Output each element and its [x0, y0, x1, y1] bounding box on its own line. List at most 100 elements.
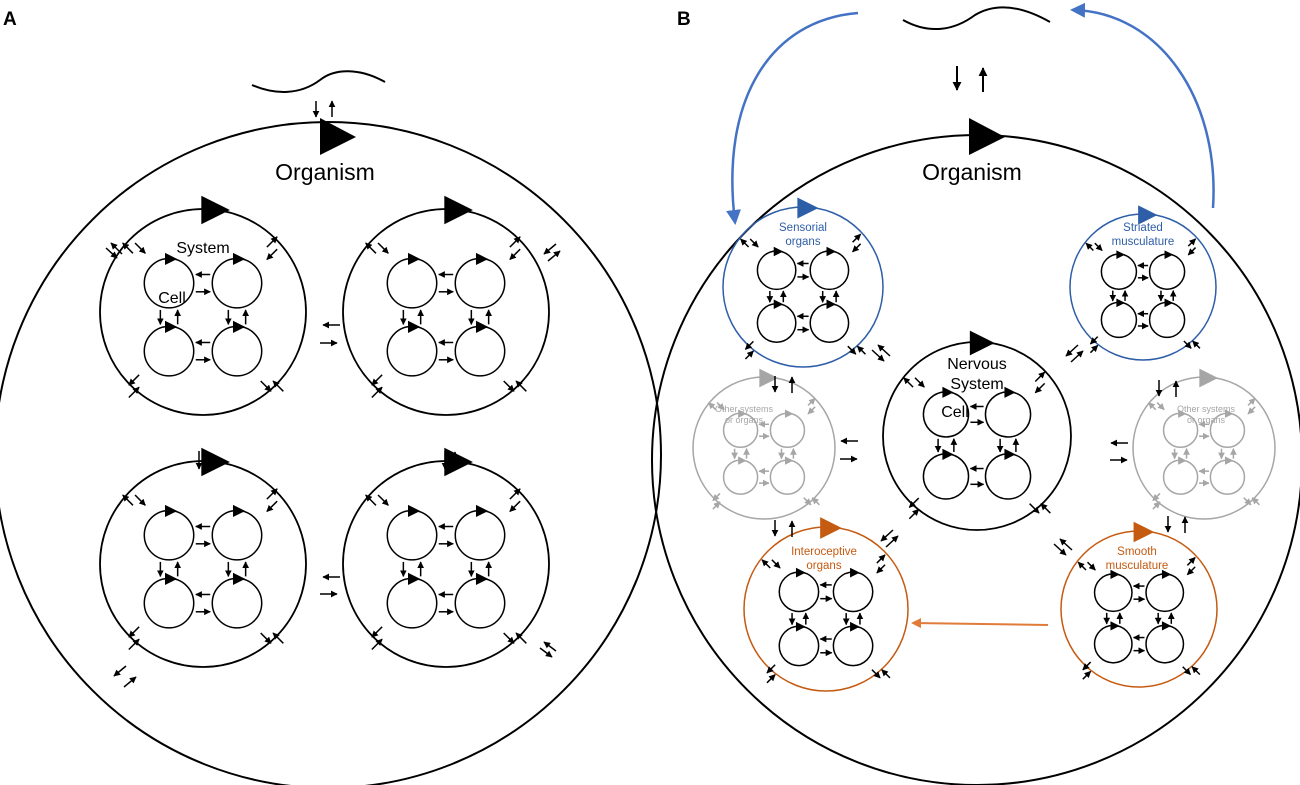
- system-top-left-cell-arrowhead: [165, 320, 178, 334]
- striated-musculature-system-arrowhead: [1138, 205, 1158, 225]
- system-bottom-right-cell: [454, 509, 506, 561]
- nervous-system-arrowhead: [969, 330, 995, 356]
- smooth-musculature-system-cell-arrowhead: [1110, 621, 1120, 631]
- organism-exchange-arrows-a: [312, 100, 336, 118]
- other-systems-right-label-2: or organs: [1187, 415, 1226, 425]
- system-bottom-left-arrowhead: [201, 447, 230, 477]
- systems-group-a: Cell: [99, 195, 550, 668]
- nervous-system-cell-arrowhead: [942, 386, 954, 398]
- other-systems-left-cell: [769, 459, 806, 495]
- striated-musculature-system-boundary-arrow: [1085, 242, 1094, 252]
- interoceptive-organs-system-boundary-arrow: [881, 669, 891, 679]
- system-bottom-left-boundary-arrow: [134, 494, 146, 506]
- system-top-left-boundary-arrow: [134, 242, 146, 254]
- system-bottom-right-cell-arrowhead: [408, 504, 421, 518]
- system-bottom-left-cell: [143, 577, 195, 629]
- smooth-musculature-system-cell-arrowhead: [1161, 569, 1172, 580]
- other-systems-left-boundary-arrow: [712, 501, 721, 510]
- striated-musculature-system-boundary-arrow: [1192, 340, 1201, 349]
- system-top-left-boundary-arrow: [266, 248, 278, 261]
- other-systems-right-boundary-arrow: [1152, 492, 1161, 502]
- sensorial-organs-system-cell-arrowhead: [773, 246, 784, 257]
- system-bottom-right-boundary-arrow: [365, 494, 377, 506]
- system-top-left-cell: [211, 325, 263, 377]
- interoceptive-organs-system-boundary-arrow: [766, 674, 776, 684]
- panel-a-label: A: [3, 9, 17, 30]
- system-bottom-right-boundary-arrow: [515, 632, 527, 644]
- nervous-system: [882, 330, 1072, 531]
- system-top-right-boundary-arrow: [515, 380, 527, 392]
- sensorial-organs-system-cell-arrowhead: [826, 299, 837, 310]
- system-top-left-boundary-arrow: [128, 374, 140, 386]
- system-top-right-boundary-arrow: [371, 374, 383, 386]
- nervous-system-boundary-arrow: [1040, 503, 1051, 514]
- other-systems-left-arrowhead: [759, 368, 779, 388]
- nervous-system-label-2: System: [950, 376, 1003, 393]
- other-systems-right-cell-arrowhead: [1224, 409, 1234, 418]
- interoceptive-organs-system-boundary-arrow: [771, 559, 781, 569]
- panel-b-label: B: [677, 9, 691, 30]
- nervous-system-cell: [984, 391, 1032, 438]
- nervous-system-boundary-arrow: [903, 377, 914, 388]
- system-top-left-cell-arrowhead: [165, 252, 178, 266]
- system-label-a: System: [176, 240, 229, 257]
- other-systems-left-boundary-arrow: [712, 492, 721, 502]
- smooth-musculature-system-boundary-arrow: [1186, 566, 1196, 576]
- system-bottom-left-boundary-arrow: [272, 632, 284, 644]
- system-bottom-right-cell: [386, 509, 438, 561]
- striated-musculature-label-2: musculature: [1112, 236, 1175, 248]
- other-systems-left-boundary-arrow: [807, 397, 816, 406]
- smooth-musculature-system-boundary-arrow: [1086, 561, 1096, 571]
- other-systems-right-boundary-arrow: [1152, 501, 1161, 510]
- nervous-system-cell-arrowhead: [1004, 448, 1016, 460]
- system-top-right-cell: [386, 257, 438, 309]
- striated-musculature-system-cell: [1100, 253, 1138, 290]
- other-systems-right-boundary-arrow: [1156, 402, 1165, 411]
- system-bottom-right-cell-arrowhead: [475, 504, 489, 518]
- system-bottom-left-boundary-arrow: [128, 626, 140, 638]
- other-systems-right-boundary-arrow: [1148, 402, 1157, 411]
- smooth-musculature-system-cell: [1093, 624, 1133, 664]
- sensorial-organs-system: [722, 197, 884, 368]
- motor-output-arrow: [1070, 2, 1215, 209]
- sensorial-organs-system-boundary-arrow: [852, 243, 862, 253]
- nervous-system-boundary-arrow: [1029, 503, 1040, 514]
- sensory-input-arrow: [726, 11, 859, 225]
- smooth-musculature-label-1: Smooth: [1117, 546, 1157, 558]
- system-bottom-left-cell: [143, 509, 195, 561]
- other-systems-right-boundary-arrow: [1247, 397, 1256, 406]
- striated-musculature-system-boundary-arrow: [1094, 242, 1103, 252]
- smooth-musculature-label-2: musculature: [1106, 560, 1169, 572]
- system-bottom-left-cell-arrowhead: [165, 572, 178, 586]
- other-systems-right-boundary-arrow: [1247, 406, 1256, 415]
- other-systems-left-label-2: or organs: [725, 415, 764, 425]
- nervous-system-boundary-arrow: [908, 497, 920, 508]
- other-systems-right-boundary-arrow: [1251, 497, 1260, 506]
- other-systems-right: [1132, 368, 1276, 520]
- other-systems-right-label-1: Other systems: [1177, 404, 1236, 414]
- interoceptive-organs-system-boundary-arrow: [766, 664, 776, 674]
- interoceptive-organs-system-boundary-arrow: [761, 559, 771, 569]
- nervous-system-boundary-arrow: [914, 377, 925, 388]
- smooth-musculature-system-boundary-arrow: [1082, 670, 1092, 680]
- interoceptive-organs-system-arrowhead: [820, 517, 842, 539]
- organism-arrowhead-b: [969, 118, 1005, 155]
- system-top-right-boundary-arrow: [365, 242, 377, 254]
- system-top-right-boundary-arrow: [371, 386, 383, 399]
- interoceptive-organs-system-boundary-arrow: [876, 564, 886, 574]
- interoceptive-organs-system-cell-arrowhead: [795, 567, 806, 578]
- smooth-musculature-system-boundary-arrow: [1186, 556, 1196, 566]
- organism-exchange-arrows-b: [952, 66, 988, 92]
- panel-a: Organism System Cell: [0, 70, 662, 785]
- smooth-musculature-system-boundary-arrow: [1182, 666, 1192, 676]
- sensorial-organs-label-1: Sensorial: [779, 222, 827, 234]
- system-top-left-boundary-arrow: [128, 386, 140, 399]
- sensorial-organs-system-arrowhead: [797, 197, 819, 219]
- other-systems-left-cell-arrowhead: [738, 456, 747, 465]
- striated-musculature-system-cell: [1148, 253, 1186, 290]
- smooth-musculature-system-cell: [1145, 573, 1185, 613]
- other-systems-left-boundary: [692, 376, 836, 520]
- smooth-musculature-system-boundary-arrow: [1077, 561, 1087, 571]
- system-bottom-left-boundary-arrow: [122, 494, 134, 506]
- system-bottom-left-boundary-arrow: [260, 632, 272, 644]
